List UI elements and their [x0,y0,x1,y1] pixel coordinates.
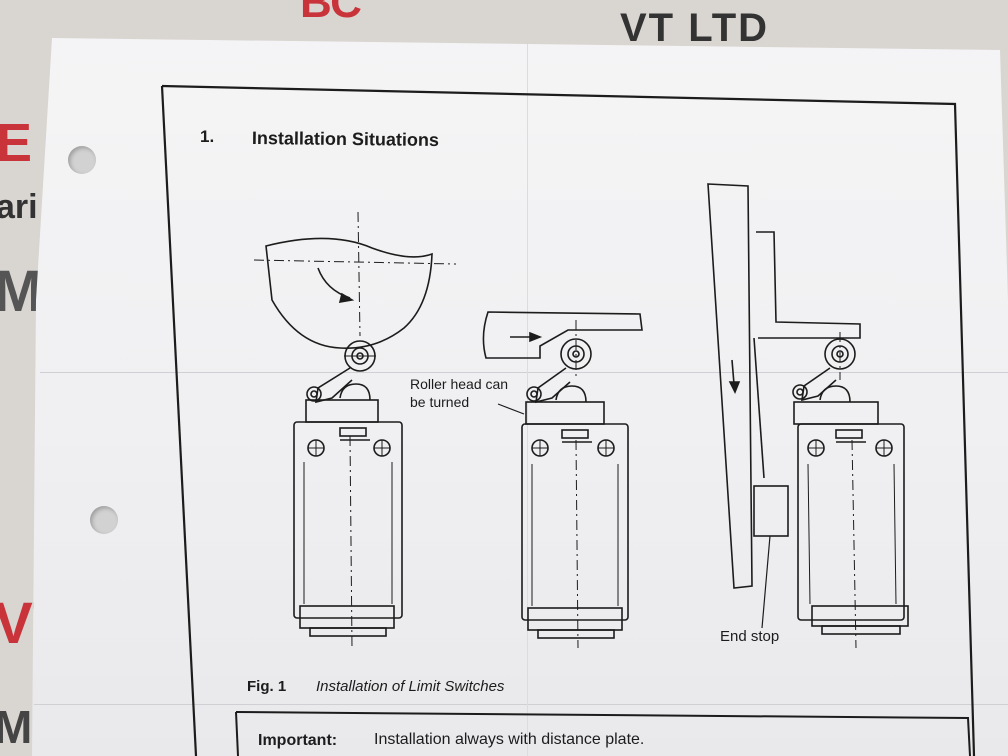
background-letter: E [0,113,33,173]
important-label: Important: [258,732,338,749]
background-letter: M [0,259,43,324]
background-brand-black: VT LTD [620,6,770,50]
figure-caption: Installation of Limit Switches [316,678,505,695]
important-text: Installation always with distance plate. [374,731,645,748]
end-stop-label: End stop [720,628,780,645]
fold-line [34,704,1008,705]
figure-number: Fig. 1 [247,678,287,695]
roller-head-label: Roller head can [410,376,509,392]
punch-hole [68,146,96,174]
fold-line [527,40,528,756]
roller-head-label: be turned [410,394,470,410]
fold-line [40,372,1008,373]
background-letter: ari [0,188,38,226]
section-title: Installation Situations [251,128,440,150]
background-brand-red: ВС [300,0,362,27]
background-letter: M [0,701,33,753]
section-number: 1. [200,127,215,146]
punch-hole [90,506,118,534]
